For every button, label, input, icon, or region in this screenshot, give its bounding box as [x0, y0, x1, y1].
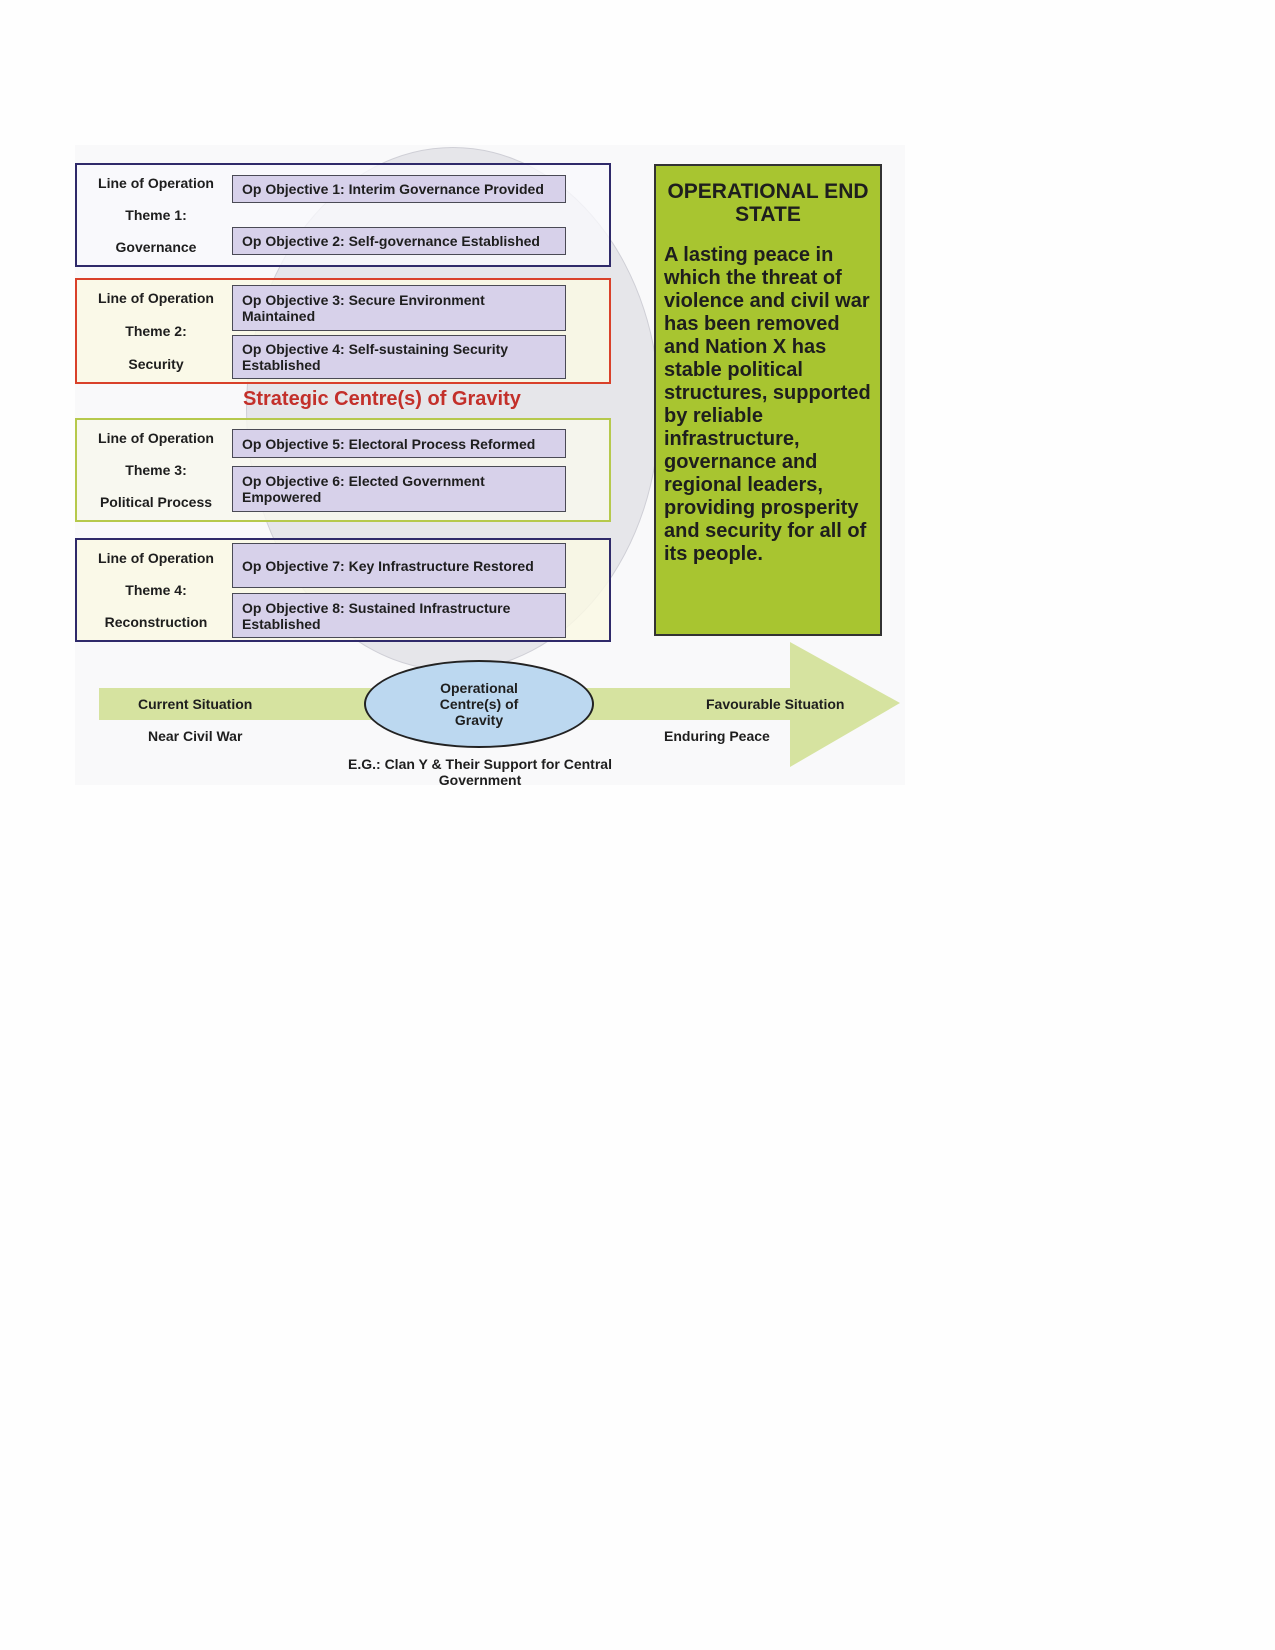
objective-box: Op Objective 1: Interim Governance Provi…: [232, 175, 566, 203]
end-state-title: OPERATIONAL END STATE: [667, 180, 869, 226]
cog-example-caption: E.G.: Clan Y & Their Support for Central…: [348, 756, 612, 788]
current-situation-value: Near Civil War: [148, 728, 243, 744]
operational-cog-label: Operational Centre(s) of Gravity: [439, 680, 519, 728]
favourable-situation-label: Favourable Situation: [706, 696, 845, 712]
end-state-text: A lasting peace in which the threat of v…: [664, 244, 871, 565]
objective-box: Op Objective 7: Key Infrastructure Resto…: [232, 543, 566, 588]
favourable-situation-value: Enduring Peace: [664, 728, 770, 744]
progress-arrow: [99, 642, 900, 767]
objective-box: Op Objective 2: Self-governance Establis…: [232, 227, 566, 255]
strategic-cog-label: Strategic Centre(s) of Gravity: [243, 388, 521, 410]
objective-box: Op Objective 4: Self-sustaining Security…: [232, 335, 566, 379]
theme-security: Line of Operation Theme 2: Security Op O…: [75, 278, 611, 384]
theme-label: Line of Operation Theme 1: Governance: [77, 165, 235, 265]
objective-box: Op Objective 6: Elected Government Empow…: [232, 466, 566, 512]
line-of-operation-label: Line of Operation: [98, 175, 214, 191]
theme-label: Line of Operation Theme 3: Political Pro…: [77, 420, 235, 520]
current-situation-label: Current Situation: [138, 696, 253, 712]
theme-governance: Line of Operation Theme 1: Governance Op…: [75, 163, 611, 267]
theme-number: Theme 3:: [125, 462, 187, 478]
objective-box: Op Objective 5: Electoral Process Reform…: [232, 429, 566, 458]
theme-label: Line of Operation Theme 4: Reconstructio…: [77, 540, 235, 640]
theme-number: Theme 2:: [125, 323, 187, 339]
theme-name: Governance: [115, 239, 197, 255]
theme-number: Theme 1:: [125, 207, 187, 223]
theme-political-process: Line of Operation Theme 3: Political Pro…: [75, 418, 611, 522]
line-of-operation-label: Line of Operation: [98, 550, 214, 566]
theme-name: Security: [128, 356, 184, 372]
theme-name: Political Process: [99, 494, 213, 510]
line-of-operation-label: Line of Operation: [98, 290, 214, 306]
theme-label: Line of Operation Theme 2: Security: [77, 280, 235, 382]
operational-cog-ellipse: Operational Centre(s) of Gravity: [364, 660, 594, 748]
line-of-operation-label: Line of Operation: [98, 430, 214, 446]
objective-box: Op Objective 3: Secure Environment Maint…: [232, 285, 566, 331]
theme-name: Reconstruction: [104, 614, 208, 630]
theme-number: Theme 4:: [125, 582, 187, 598]
operational-end-state-box: OPERATIONAL END STATE A lasting peace in…: [654, 164, 882, 636]
objective-box: Op Objective 8: Sustained Infrastructure…: [232, 593, 566, 638]
theme-reconstruction: Line of Operation Theme 4: Reconstructio…: [75, 538, 611, 642]
